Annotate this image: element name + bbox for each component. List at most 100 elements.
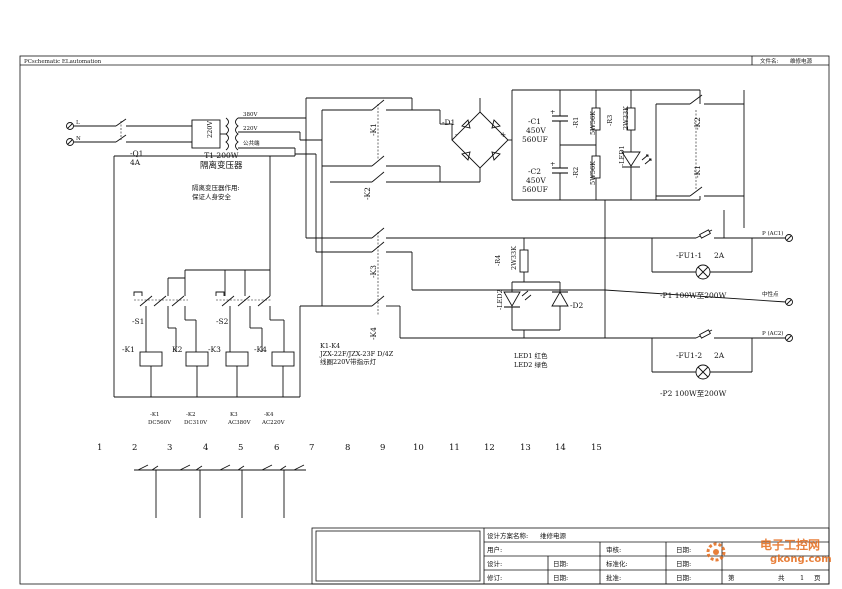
rating-k2-volt: DC310V bbox=[184, 420, 208, 426]
resistors-r1-r2-icon bbox=[560, 90, 601, 200]
led1-ref: -LED1 bbox=[618, 145, 626, 166]
label-l: L bbox=[76, 120, 80, 126]
rating-k2-ref: -K2 bbox=[186, 412, 195, 418]
r3-ref: -R3 bbox=[606, 115, 614, 126]
column-numbers: 1 2 3 4 5 6 7 8 9 10 11 12 13 14 15 bbox=[97, 443, 602, 453]
transformer-note-1: 隔离变压器作用: bbox=[192, 183, 240, 192]
column-number: 7 bbox=[309, 443, 314, 453]
relay-coil-k2b-icon bbox=[225, 351, 249, 367]
rating-k4-volt: AC220V bbox=[261, 420, 286, 426]
contact-k1-upper-label: -K1 bbox=[369, 123, 378, 136]
column-number: 13 bbox=[520, 443, 531, 453]
relay-note-1: K1-K4 bbox=[320, 342, 340, 350]
column-number: 1 bbox=[97, 443, 102, 453]
c1-ref: -C1 bbox=[528, 117, 541, 126]
title-design: 设计: bbox=[487, 559, 502, 568]
r3-value: 2W33K bbox=[622, 106, 630, 130]
neutral-wire bbox=[604, 289, 787, 303]
output-ac1-circuit bbox=[651, 228, 786, 280]
fuse-fu1-2-label: -FU1-2 bbox=[676, 351, 702, 360]
bridge-rectifier-d1-icon bbox=[440, 89, 700, 201]
rating-k3-ref: K3 bbox=[230, 412, 238, 418]
capacitor-c1-icon bbox=[552, 90, 568, 168]
header-file-label: 文件名: bbox=[760, 57, 779, 65]
bus-wiring bbox=[113, 97, 412, 398]
rating-k1-ref: -K1 bbox=[150, 412, 159, 418]
title-user: 用户: bbox=[487, 545, 502, 554]
led2-icon bbox=[503, 290, 532, 318]
transformer-ref: -T1 200W bbox=[202, 151, 239, 160]
header-software: PCschematic ELautomation bbox=[24, 59, 102, 65]
column-number: 12 bbox=[484, 443, 495, 453]
switch-s1-label: -S1 bbox=[132, 317, 144, 326]
terminal-ac1-label: P (AC1) bbox=[762, 230, 783, 237]
column-number: 4 bbox=[203, 443, 208, 453]
label-n: N bbox=[76, 136, 81, 142]
title-page-total: 共 bbox=[778, 573, 785, 582]
title-date-3: 日期: bbox=[676, 546, 691, 554]
r4-ref: -R4 bbox=[494, 255, 502, 266]
title-date-1: 日期: bbox=[553, 560, 568, 568]
title-review: 审核: bbox=[606, 545, 621, 554]
coil-k2-label: K2 bbox=[172, 345, 183, 354]
mains-input bbox=[66, 118, 193, 148]
bridge-minus: - bbox=[455, 130, 458, 139]
column-number: 10 bbox=[413, 443, 424, 453]
indicator-circuit bbox=[511, 238, 561, 338]
lamp-p2-label: -P2 100W至200W bbox=[660, 389, 727, 398]
contact-k1-dc-label: -K1 bbox=[693, 165, 702, 178]
r1-value: 5W56K bbox=[589, 111, 597, 135]
c2-ref: -C2 bbox=[528, 167, 541, 176]
led1-icon bbox=[621, 148, 652, 200]
relay-coil-k3-icon bbox=[185, 351, 209, 367]
contact-k3-label: -K3 bbox=[369, 265, 378, 278]
coil-k3-label: -K3 bbox=[208, 345, 221, 354]
transformer-name: 隔离变压器 bbox=[200, 160, 243, 171]
c1-voltage: 450V bbox=[526, 126, 546, 135]
transformer-tap-common: 公共端 bbox=[243, 139, 260, 147]
title-block bbox=[311, 527, 830, 585]
output-ac2-circuit bbox=[651, 329, 786, 380]
relay-coil-k4-icon bbox=[271, 351, 295, 367]
column-number: 11 bbox=[449, 443, 460, 453]
relay-note-3: 线圈220V带指示灯 bbox=[320, 357, 377, 366]
bridge-d1-label: -D1 bbox=[442, 118, 455, 127]
title-project-label: 设计方案名称: bbox=[487, 531, 528, 540]
title-date-2: 日期: bbox=[553, 574, 568, 582]
led-legend-2: LED2 绿色 bbox=[514, 360, 548, 369]
c1-capacity: 560UF bbox=[522, 135, 548, 144]
r2-value: 5W56K bbox=[589, 161, 597, 185]
breaker-q1-rating: 4A bbox=[130, 158, 141, 167]
column-number: 5 bbox=[238, 443, 243, 453]
title-date-4: 日期: bbox=[676, 560, 691, 568]
d2-ref: -D2 bbox=[570, 301, 584, 310]
c2-voltage: 450V bbox=[526, 176, 546, 185]
contact-block-dc bbox=[604, 90, 745, 338]
contact-k4-label: -K4 bbox=[369, 327, 378, 340]
relay-coil-k1-icon bbox=[139, 351, 163, 367]
capacitor-c2-icon bbox=[552, 167, 568, 200]
column-number: 2 bbox=[132, 443, 137, 453]
r2-ref: -R2 bbox=[572, 167, 580, 178]
diode-d2-icon bbox=[551, 291, 569, 318]
terminal-ac2-label: P (AC2) bbox=[762, 330, 783, 337]
contact-k2-upper-label: -K2 bbox=[363, 187, 372, 200]
watermark-line-1: 电子工控网 bbox=[760, 537, 820, 552]
gkong-watermark-logo: 电子工控网 gkong.com bbox=[706, 537, 832, 565]
column-number: 15 bbox=[591, 443, 602, 453]
c2-capacity: 560UF bbox=[522, 185, 548, 194]
coil-k1-label: -K1 bbox=[122, 345, 135, 354]
r1-ref: -R1 bbox=[572, 117, 580, 128]
fuse-fu1-1-rating: 2A bbox=[714, 251, 725, 260]
cross-reference-strip bbox=[134, 464, 306, 518]
transformer-t1-icon bbox=[191, 117, 306, 154]
rating-k3-volt: AC380V bbox=[227, 420, 252, 426]
title-page-unit: 页 bbox=[814, 574, 821, 582]
watermark-line-2: gkong.com bbox=[770, 554, 832, 565]
title-approve: 批准: bbox=[606, 573, 621, 582]
title-date-5: 日期: bbox=[676, 574, 691, 582]
rating-k1-volt: DC560V bbox=[148, 420, 172, 426]
control-circuit bbox=[133, 156, 295, 397]
r4-value: 2W33K bbox=[510, 246, 518, 270]
column-number: 3 bbox=[167, 443, 172, 453]
